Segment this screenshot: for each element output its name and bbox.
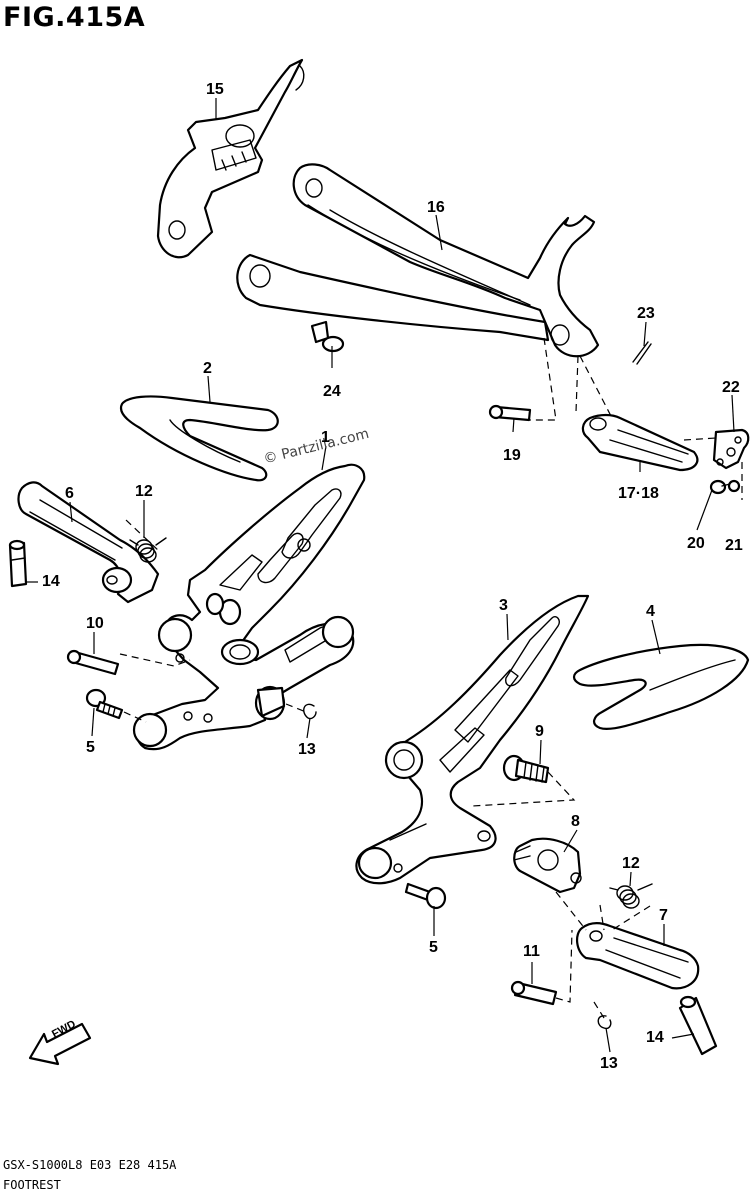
callout-6[interactable]: 6 [65, 485, 74, 502]
callout-22[interactable]: 22 [722, 379, 740, 396]
callout-9[interactable]: 9 [535, 723, 544, 740]
callout-19[interactable]: 19 [503, 447, 521, 464]
part-11-pin [510, 980, 558, 1006]
section-name: FOOTREST [3, 1178, 61, 1192]
callout-10[interactable]: 10 [86, 615, 104, 632]
part-14-rubber-right [678, 995, 718, 1056]
callout-20[interactable]: 20 [687, 535, 705, 552]
callout-14-left[interactable]: 14 [42, 573, 60, 590]
part-24-bolt [310, 320, 345, 353]
part-5-bolt-right [404, 882, 447, 910]
part-8-collar [513, 837, 582, 894]
part-1-footrest-bracket [132, 463, 366, 751]
part-14-rubber-left [8, 539, 28, 588]
callout-13-left[interactable]: 13 [298, 741, 316, 758]
part-19-pin [488, 404, 532, 422]
part-15-bracket [156, 58, 305, 259]
callout-3[interactable]: 3 [499, 597, 508, 614]
callout-5-right[interactable]: 5 [429, 939, 438, 956]
part-22-plate [712, 428, 750, 470]
callout-17-18[interactable]: 17·18 [618, 485, 659, 502]
part-17-18-rear-footpeg [581, 413, 699, 472]
part-13-e-ring-left [303, 703, 317, 720]
callout-2[interactable]: 2 [203, 360, 212, 377]
part-9-bolt [502, 754, 550, 784]
callout-23[interactable]: 23 [637, 305, 655, 322]
part-2-heel-plate [119, 395, 279, 482]
callout-7[interactable]: 7 [659, 907, 668, 924]
part-10-pin [66, 649, 120, 676]
callout-8[interactable]: 8 [571, 813, 580, 830]
part-20-bolt [709, 479, 731, 495]
callout-5-left[interactable]: 5 [86, 739, 95, 756]
part-5-bolt-left [85, 688, 124, 720]
part-23-cotter-pin [632, 341, 652, 365]
callout-24[interactable]: 24 [323, 383, 341, 400]
leader-lines [26, 98, 735, 1053]
callout-15[interactable]: 15 [206, 81, 224, 98]
callout-12-left[interactable]: 12 [135, 483, 153, 500]
assembly-dashed-lines [119, 337, 743, 1019]
callout-4[interactable]: 4 [646, 603, 655, 620]
figure-title: FIG.415A [3, 2, 146, 33]
callout-21[interactable]: 21 [725, 537, 743, 554]
part-12-spring [129, 537, 167, 563]
part-6-footpeg [17, 481, 160, 604]
part-16-rear-bracket [236, 163, 600, 358]
callout-14-right[interactable]: 14 [646, 1029, 664, 1046]
part-7-footpeg [576, 922, 700, 990]
part-13-e-ring-right [597, 1015, 612, 1030]
part-21-washer [727, 479, 741, 493]
callout-12-right[interactable]: 12 [622, 855, 640, 872]
fwd-arrow-icon [28, 1022, 92, 1066]
callout-13-right[interactable]: 13 [600, 1055, 618, 1072]
part-3-footrest-bracket [355, 594, 590, 885]
callout-11[interactable]: 11 [523, 943, 540, 960]
model-code: GSX-S1000L8 E03 E28 415A [3, 1158, 177, 1172]
part-4-heel-plate [572, 643, 750, 730]
callout-16[interactable]: 16 [427, 199, 445, 216]
part-12-spring-right [609, 883, 653, 909]
callout-1[interactable]: 1 [321, 429, 330, 446]
